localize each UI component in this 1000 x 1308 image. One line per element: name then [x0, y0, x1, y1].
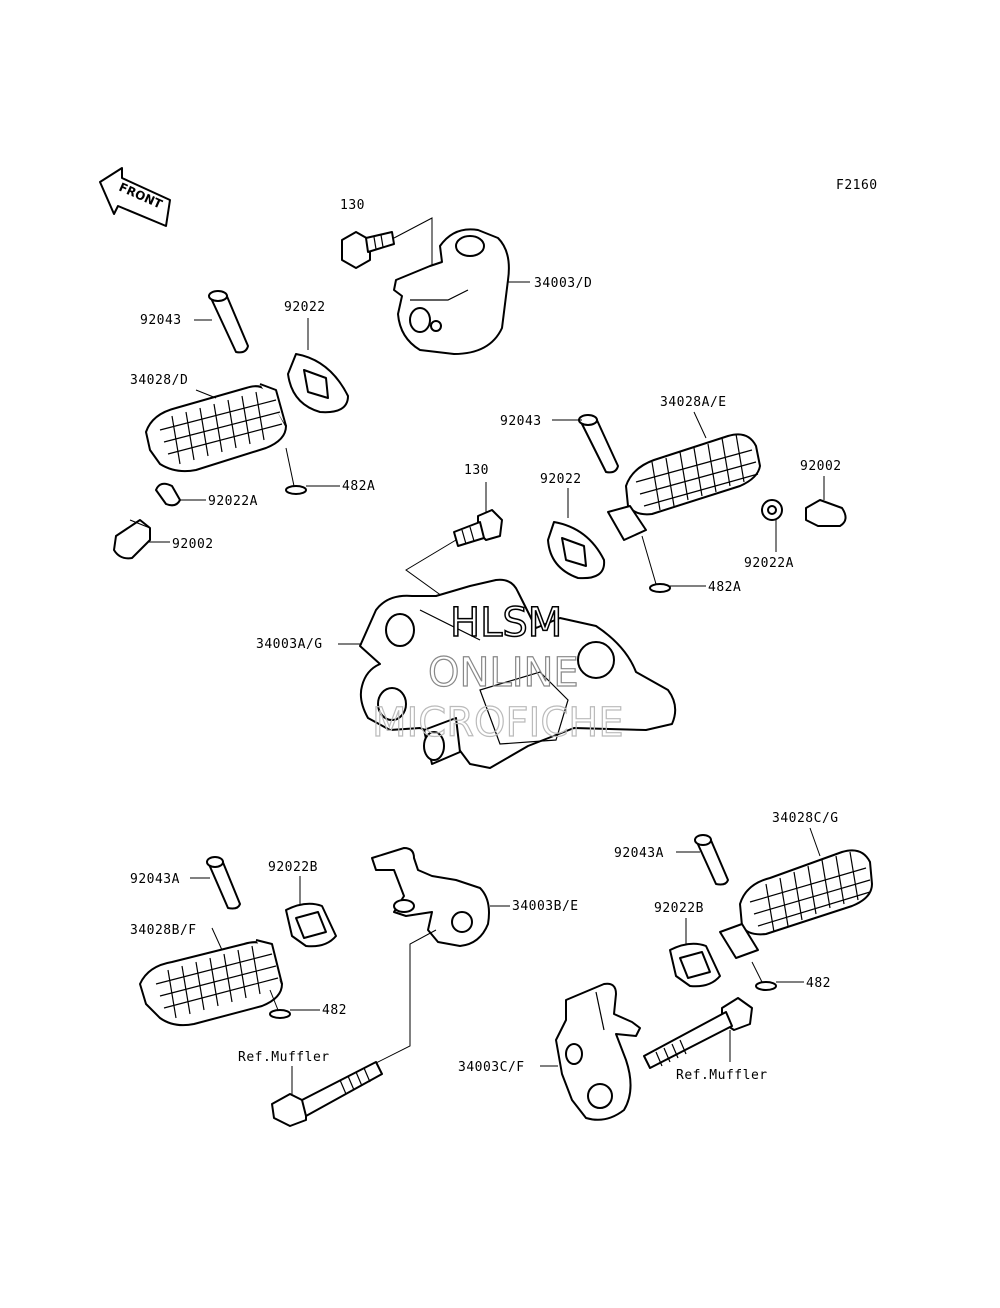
clip-482a-left: [285, 485, 307, 495]
washer-92022-left: [287, 353, 349, 414]
footpeg-34028-d: [145, 383, 287, 473]
label-92022b-right: 92022B: [654, 901, 704, 916]
pin-92043-left: [208, 290, 249, 354]
spring-92022a-left: [155, 482, 181, 507]
label-92022a-left: 92022A: [208, 494, 258, 509]
bracket-34003-d: [393, 228, 510, 355]
stopper-92002-left: [113, 519, 151, 560]
label-92002-left: 92002: [172, 537, 214, 552]
watermark: HLSM ONLINE MICROFICHE: [371, 599, 624, 746]
footpeg-34028c-g: [719, 849, 873, 959]
label-34003-d: 34003/D: [534, 276, 592, 291]
label-92022a-right: 92022A: [744, 556, 794, 571]
label-34003b-e: 34003B/E: [512, 899, 579, 914]
clip-482-left: [269, 1009, 291, 1019]
washer-92022-right: [547, 521, 606, 580]
label-130-mid: 130: [464, 463, 489, 478]
label-130-top: 130: [340, 198, 365, 213]
bolt-130-top: [341, 231, 395, 269]
label-92022b-left: 92022B: [268, 860, 318, 875]
label-482a-right: 482A: [708, 580, 741, 595]
footpeg-34028a-e: [607, 433, 761, 541]
label-92043-left: 92043: [140, 313, 182, 328]
bracket-34003a-g: [359, 578, 677, 769]
label-92022-left: 92022: [284, 300, 326, 315]
label-34003a-g: 34003A/G: [256, 637, 323, 652]
label-34028a-e: 34028A/E: [660, 395, 727, 410]
clip-92022b-right: [669, 942, 721, 988]
bolt-ref-muffler-left: [271, 1061, 383, 1127]
stopper-92002-right: [805, 499, 847, 527]
bolt-ref-muffler-right: [643, 997, 753, 1069]
bracket-34003c-f: [555, 982, 641, 1121]
watermark-line3: MICROFICHE: [372, 700, 624, 746]
label-482-right: 482: [806, 976, 831, 991]
label-34028b-f: 34028B/F: [130, 923, 197, 938]
figure-code: F2160: [836, 178, 878, 193]
label-92043-right: 92043: [500, 414, 542, 429]
label-34028c-g: 34028C/G: [772, 811, 839, 826]
clip-482-right: [755, 981, 777, 991]
watermark-line1: HLSM: [450, 600, 562, 646]
spring-92022a-right: [761, 499, 783, 521]
label-34028-d: 34028/D: [130, 373, 188, 388]
footpeg-34028b-f: [139, 939, 283, 1027]
clip-92022b-left: [285, 902, 337, 948]
clip-482a-right: [649, 583, 671, 593]
label-ref-muffler-left: Ref.Muffler: [238, 1050, 330, 1065]
label-92002-right: 92002: [800, 459, 842, 474]
label-ref-muffler-right: Ref.Muffler: [676, 1068, 768, 1083]
bracket-34003b-e: [371, 847, 490, 947]
label-482a-left: 482A: [342, 479, 375, 494]
bolt-130-mid: [453, 509, 503, 547]
label-92043a-left: 92043A: [130, 872, 180, 887]
pin-92043a-right: [694, 834, 729, 886]
front-arrow-icon: FRONT: [99, 167, 171, 227]
label-482-left: 482: [322, 1003, 347, 1018]
label-34003c-f: 34003C/F: [458, 1060, 525, 1075]
pin-92043-right: [578, 414, 619, 474]
label-92043a-right: 92043A: [614, 846, 664, 861]
watermark-line2: ONLINE: [428, 650, 579, 696]
label-92022-right: 92022: [540, 472, 582, 487]
pin-92043a-left: [206, 856, 241, 910]
